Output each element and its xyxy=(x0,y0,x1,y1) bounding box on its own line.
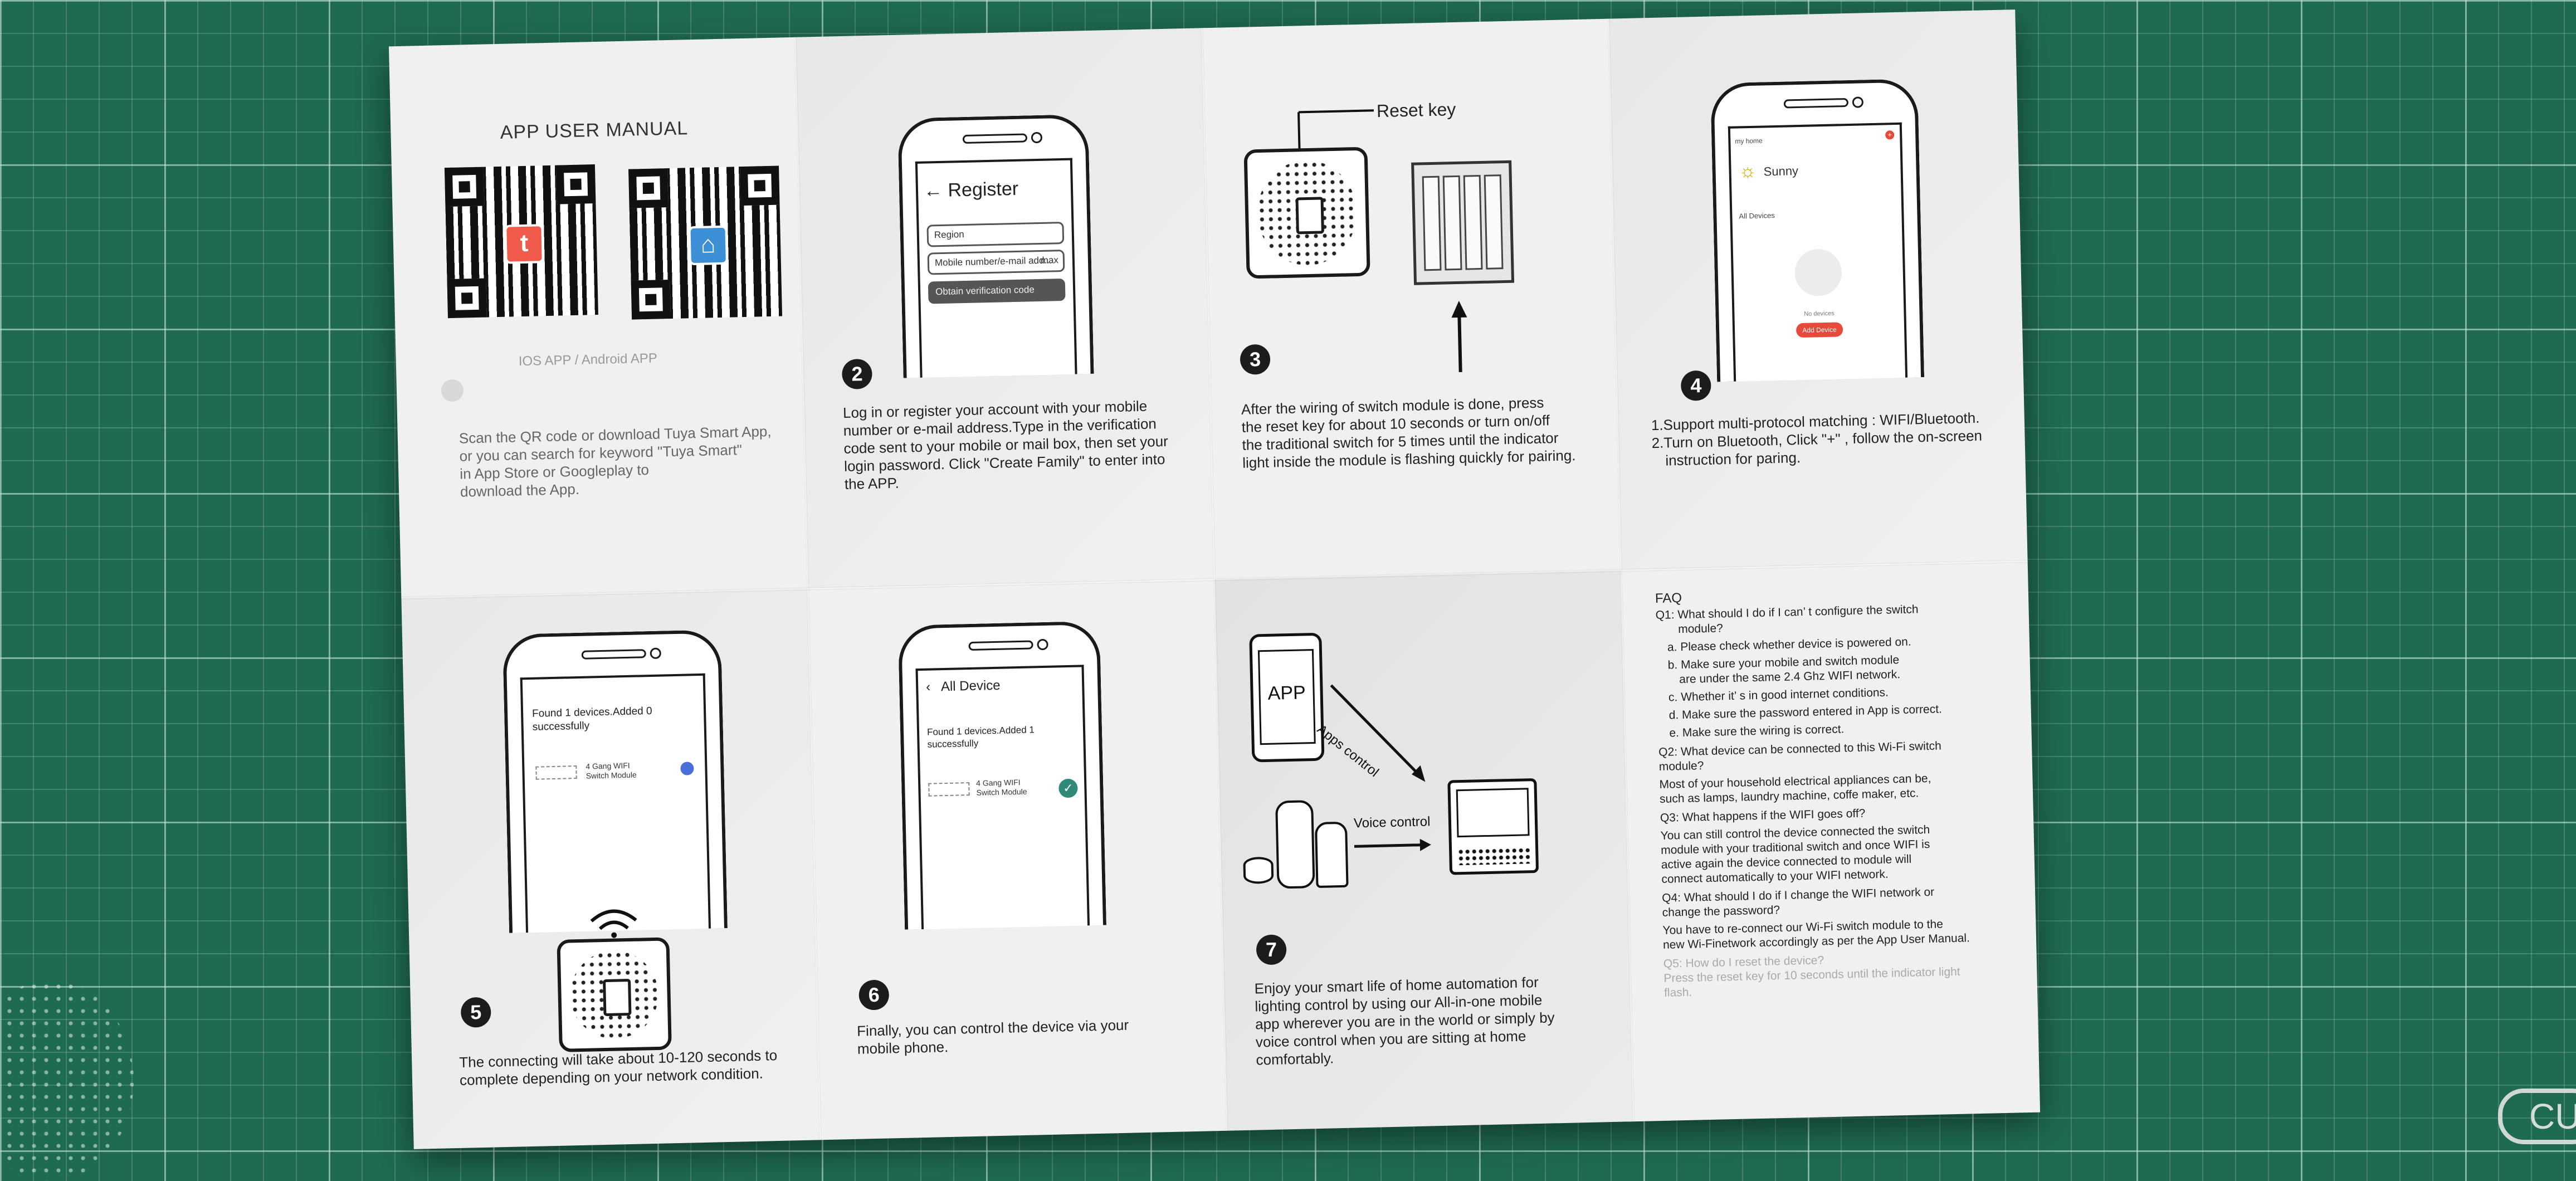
found-devices-label: Found 1 devices.Added 1 successfully xyxy=(926,724,1035,750)
smart-speaker-icon xyxy=(1314,821,1349,888)
phone-screen: ‹ All Device Found 1 devices.Added 1 suc… xyxy=(915,665,1090,930)
phone-screen: Found 1 devices.Added 0 successfully 4 G… xyxy=(520,673,711,933)
arrow-to-panel-icon xyxy=(1330,684,1426,782)
cutting-mat-dot-pattern xyxy=(0,980,134,1181)
phone-app-illustration: APP xyxy=(1249,632,1325,763)
found-devices-label: Found 1 devices.Added 0 successfully xyxy=(531,705,652,733)
step-1-badge xyxy=(441,379,464,402)
step-2-badge: 2 xyxy=(841,358,873,390)
register-header: ← Register xyxy=(923,178,1019,202)
phone-illustration: Found 1 devices.Added 0 successfully 4 G… xyxy=(502,629,728,933)
back-chevron-icon: ‹ xyxy=(925,679,931,695)
faq-list: FAQ Q1: What should I do if I can’ t con… xyxy=(1655,583,2032,1001)
panel-smart-life: APP Apps control Voice control 7 Enjoy y… xyxy=(1214,570,1634,1131)
voice-control-label: Voice control xyxy=(1353,814,1431,831)
weather-label: Sunny xyxy=(1763,164,1799,179)
reset-key-label: Reset key xyxy=(1376,99,1456,121)
panel-register: ← Register Region Mobile number/e-mail a… xyxy=(795,28,1214,589)
step-4-badge: 4 xyxy=(1680,370,1711,401)
up-arrow-icon xyxy=(1451,300,1467,372)
instruction-sheet: APP USER MANUAL t ⌂ IOS APP / Android AP… xyxy=(388,9,2041,1149)
switch-module-illustration xyxy=(557,937,672,1052)
panel-connecting: Found 1 devices.Added 0 successfully 4 G… xyxy=(401,588,821,1149)
module-thumbnail-icon xyxy=(535,765,577,780)
step-3-badge: 3 xyxy=(1240,344,1271,375)
store-label: IOS APP / Android APP xyxy=(518,350,658,369)
step-7-badge: 7 xyxy=(1256,934,1287,965)
step-6-text: Finally, you can control the device via … xyxy=(856,1016,1129,1057)
smart-speaker-icon xyxy=(1275,800,1315,889)
smart-speaker-icon xyxy=(1243,856,1274,884)
step-5-text: The connecting will take about 10-120 se… xyxy=(458,1047,778,1089)
phone-illustration: ← Register Region Mobile number/e-mail a… xyxy=(897,114,1094,378)
switch-module-illustration xyxy=(1243,147,1370,279)
phone-screen: ← Register Region Mobile number/e-mail a… xyxy=(915,158,1077,378)
add-plus-icon: + xyxy=(1885,130,1895,140)
phone-screen: my home + ☼ Sunny All Devices No devices… xyxy=(1728,122,1908,382)
back-arrow-icon: ← xyxy=(923,179,943,202)
step-6-badge: 6 xyxy=(858,979,890,1011)
all-device-header: ‹ All Device xyxy=(925,677,1001,695)
home-label: my home xyxy=(1735,136,1763,145)
step-4-text: 1.Support multi-protocol matching : WIFI… xyxy=(1651,409,1983,469)
step-5-badge: 5 xyxy=(460,997,491,1028)
module-thumbnail-icon xyxy=(928,782,970,797)
device-name-label: 4 Gang WIFI Switch Module xyxy=(586,760,637,780)
loading-icon xyxy=(680,762,694,775)
step-7-text: Enjoy your smart life of home automation… xyxy=(1254,973,1555,1068)
panel-faq: FAQ Q1: What should I do if I can’ t con… xyxy=(1621,561,2040,1121)
region-field: Region xyxy=(926,221,1065,247)
device-name-label: 4 Gang WIFI Switch Module xyxy=(976,778,1027,797)
empty-devices-icon xyxy=(1794,248,1842,297)
tuya-logo-icon: t xyxy=(504,224,544,264)
step-2-text: Log in or register your account with you… xyxy=(842,397,1169,493)
obtain-code-button: Obtain verification code xyxy=(928,278,1066,304)
account-field: Mobile number/e-mail add... max xyxy=(927,249,1065,275)
all-devices-label: All Devices xyxy=(1739,211,1775,221)
manual-title: APP USER MANUAL xyxy=(500,118,689,143)
cutting-mat-label: CU xyxy=(2498,1089,2576,1144)
sun-icon: ☼ xyxy=(1739,160,1757,182)
app-label: APP xyxy=(1257,648,1316,745)
phone-illustration: ‹ All Device Found 1 devices.Added 1 suc… xyxy=(897,621,1107,930)
panel-all-device: ‹ All Device Found 1 devices.Added 1 suc… xyxy=(808,579,1227,1140)
wifi-signal-icon xyxy=(590,909,637,938)
panel-pairing: my home + ☼ Sunny All Devices No devices… xyxy=(1608,9,2028,570)
panel-reset-key: Reset key 3 After the wiring of switch m… xyxy=(1202,19,1621,579)
step-3-text: After the wiring of switch module is don… xyxy=(1241,394,1576,471)
no-devices-label: No devices xyxy=(1804,310,1835,318)
reset-key-icon xyxy=(1295,197,1324,235)
panel-app-user-manual: APP USER MANUAL t ⌂ IOS APP / Android AP… xyxy=(389,37,808,598)
check-icon: ✓ xyxy=(1058,778,1078,798)
wall-switch-illustration xyxy=(1411,160,1515,285)
phone-illustration: my home + ☼ Sunny All Devices No devices… xyxy=(1710,79,1925,382)
qr-code-android: ⌂ xyxy=(628,165,783,320)
step-1-text: Scan the QR code or download Tuya Smart … xyxy=(458,422,772,500)
smart-home-logo-icon: ⌂ xyxy=(688,225,728,266)
add-device-button: Add Device xyxy=(1796,322,1843,338)
qr-code-ios: t xyxy=(444,164,598,319)
right-arrow-icon xyxy=(1354,838,1431,851)
control-panel-illustration xyxy=(1447,778,1539,875)
